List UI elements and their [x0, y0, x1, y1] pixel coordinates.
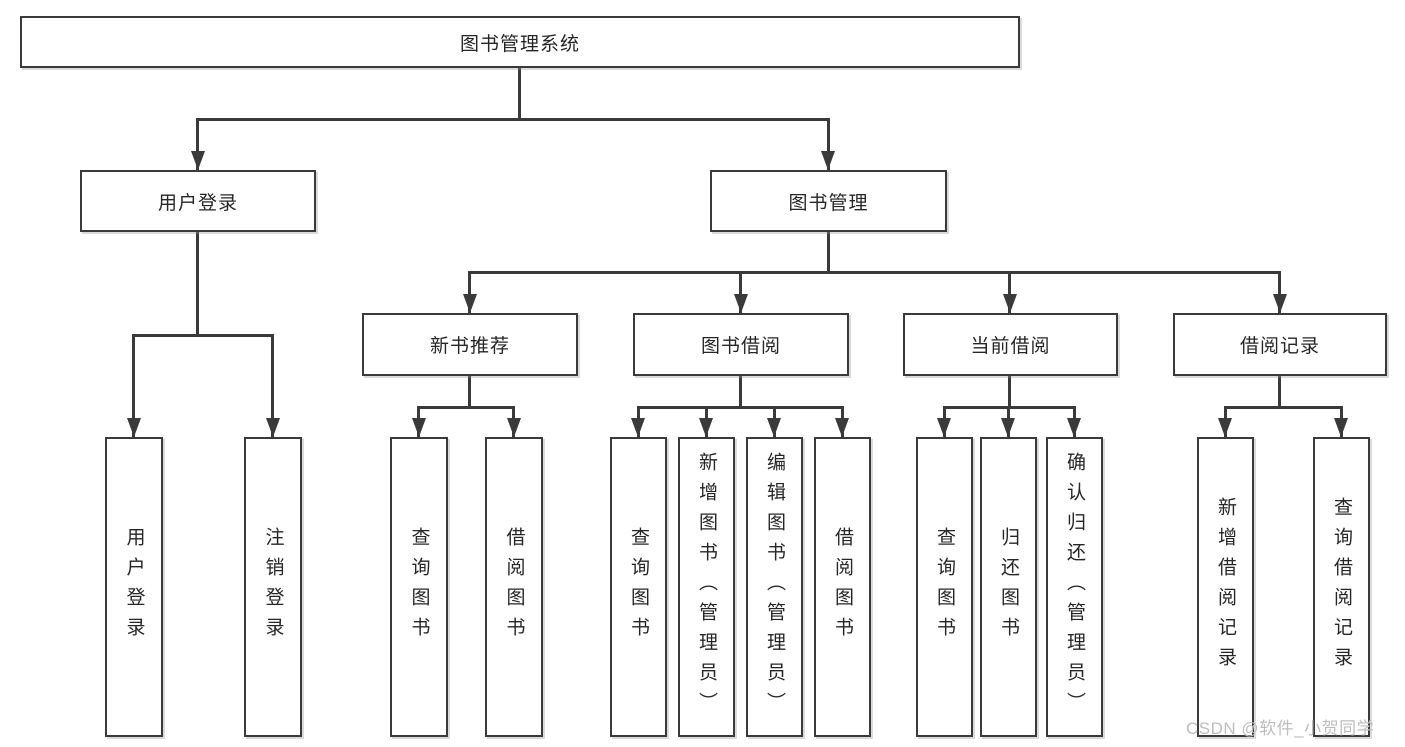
connector-line [827, 118, 830, 170]
leaf-label: 新增图书（管理员） [696, 452, 717, 722]
leaf-query-books-current: 查询图书 [916, 437, 973, 737]
csdn-watermark: CSDN @软件_小贺同学 [1186, 719, 1375, 738]
leaf-label: 注销登录 [262, 527, 284, 647]
leaf-user-login: 用户登录 [105, 437, 163, 737]
connector-line [196, 232, 199, 336]
node-book-borrow: 图书借阅 [633, 313, 849, 376]
arrowhead-down-icon [767, 418, 781, 437]
connector-line [1278, 271, 1281, 313]
arrowhead-down-icon [507, 418, 521, 437]
leaf-edit-books-admin: 编辑图书（管理员） [746, 437, 803, 737]
connector-line [197, 118, 830, 121]
node-label: 当前借阅 [970, 336, 1051, 357]
node-new-book-recommend: 新书推荐 [362, 313, 578, 376]
leaf-label: 查询借阅记录 [1331, 497, 1352, 677]
node-borrow-records: 借阅记录 [1173, 313, 1387, 376]
connector-line [1278, 376, 1281, 408]
connector-line [132, 334, 135, 437]
arrowhead-down-icon [191, 151, 205, 170]
connector-line [739, 271, 742, 313]
leaf-confirm-return-admin: 确认归还（管理员） [1046, 437, 1103, 737]
node-label: 借阅记录 [1239, 336, 1320, 357]
connector-line [1224, 406, 1343, 409]
leaf-logout: 注销登录 [244, 437, 302, 737]
leaf-query-borrow-record: 查询借阅记录 [1313, 437, 1370, 737]
node-current-borrow: 当前借阅 [903, 313, 1118, 376]
leaf-return-books: 归还图书 [980, 437, 1037, 737]
node-label: 图书借阅 [700, 336, 781, 357]
arrowhead-down-icon [127, 418, 141, 437]
leaf-label: 查询图书 [408, 527, 430, 647]
connector-line [468, 376, 471, 408]
node-user-login: 用户登录 [80, 170, 316, 232]
arrowhead-down-icon [1218, 418, 1232, 437]
connector-line [196, 118, 199, 170]
arrowhead-down-icon [1001, 418, 1015, 437]
arrowhead-down-icon [1334, 418, 1348, 437]
arrowhead-down-icon [412, 418, 426, 437]
connector-line [827, 232, 830, 273]
arrowhead-down-icon [1003, 294, 1017, 313]
leaf-label: 归还图书 [998, 527, 1019, 647]
node-label: 图书管理 [788, 192, 869, 214]
node-root-library-system: 图书管理系统 [20, 16, 1020, 68]
arrowhead-down-icon [734, 294, 748, 313]
leaf-borrow-books: 借阅图书 [814, 437, 871, 737]
arrowhead-down-icon [631, 418, 645, 437]
connector-line [468, 271, 1281, 274]
leaf-label: 用户登录 [123, 527, 145, 647]
arrowhead-down-icon [699, 418, 713, 437]
leaf-label: 借阅图书 [503, 527, 525, 647]
connector-line [518, 68, 521, 120]
leaf-add-borrow-record: 新增借阅记录 [1197, 437, 1254, 737]
leaf-query-books-recommend: 查询图书 [390, 437, 448, 737]
arrowhead-down-icon [1067, 418, 1081, 437]
node-label: 用户登录 [157, 192, 238, 214]
leaf-label: 确认归还（管理员） [1064, 452, 1085, 722]
node-label: 图书管理系统 [459, 33, 580, 55]
arrowhead-down-icon [835, 418, 849, 437]
connector-line [1008, 271, 1011, 313]
arrowhead-down-icon [1273, 294, 1287, 313]
arrowhead-down-icon [821, 151, 835, 170]
leaf-label: 借阅图书 [832, 527, 853, 647]
arrowhead-down-icon [463, 294, 477, 313]
connector-line [271, 334, 274, 437]
arrowhead-down-icon [937, 418, 951, 437]
connector-line [133, 334, 274, 337]
connector-line [417, 406, 515, 409]
leaf-label: 查询图书 [628, 527, 649, 647]
node-book-management: 图书管理 [710, 170, 947, 232]
connector-line [637, 406, 844, 409]
leaf-borrow-books-recommend: 借阅图书 [485, 437, 543, 737]
node-label: 新书推荐 [429, 336, 510, 357]
leaf-add-books-admin: 新增图书（管理员） [678, 437, 735, 737]
arrowhead-down-icon [266, 418, 280, 437]
leaf-query-books-borrow: 查询图书 [610, 437, 667, 737]
leaf-label: 编辑图书（管理员） [764, 452, 785, 722]
connector-line [1008, 376, 1011, 408]
connector-line [468, 271, 471, 313]
leaf-label: 新增借阅记录 [1215, 497, 1236, 677]
leaf-label: 查询图书 [934, 527, 955, 647]
connector-line [739, 376, 742, 408]
